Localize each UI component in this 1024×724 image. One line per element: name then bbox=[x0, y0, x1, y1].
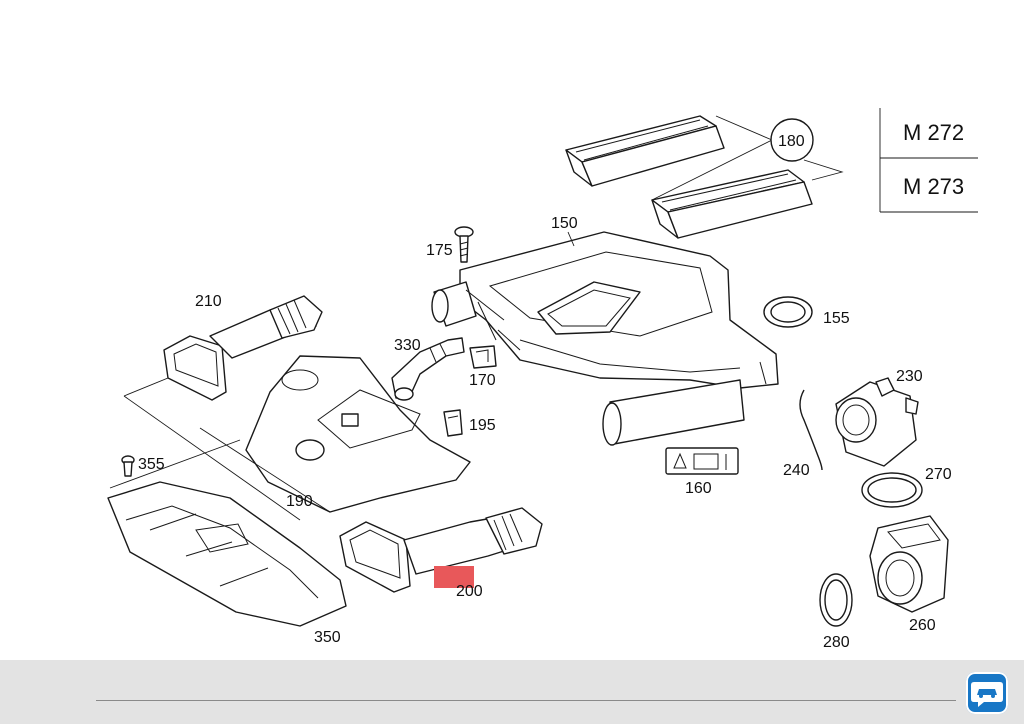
callout-270: 270 bbox=[925, 466, 952, 483]
callout-230: 230 bbox=[896, 368, 923, 385]
screw-175 bbox=[454, 226, 474, 263]
air-duct-330 bbox=[391, 337, 465, 401]
air-mass-sensor-230 bbox=[835, 377, 919, 467]
callout-280: 280 bbox=[823, 634, 850, 651]
car-chat-icon[interactable] bbox=[966, 672, 1008, 714]
push-clip-355 bbox=[121, 455, 135, 477]
callout-200: 200 bbox=[456, 583, 483, 600]
engine-variant-m272: M 272 bbox=[903, 120, 964, 145]
warning-label-160 bbox=[665, 447, 739, 475]
callout-150: 150 bbox=[551, 215, 578, 232]
engine-variant-m273: M 273 bbox=[903, 174, 964, 199]
engine-cover-190 bbox=[245, 355, 471, 513]
seal-ring-270 bbox=[861, 472, 923, 508]
callout-190: 190 bbox=[286, 493, 313, 510]
footer-divider bbox=[96, 700, 956, 701]
callout-160: 160 bbox=[685, 480, 712, 497]
callout-195: 195 bbox=[469, 417, 496, 434]
underbody-bracket-350 bbox=[107, 481, 347, 627]
callout-170: 170 bbox=[469, 372, 496, 389]
highlight-marker bbox=[434, 566, 474, 588]
seal-ring-280 bbox=[819, 573, 853, 627]
footer-band bbox=[0, 660, 1024, 724]
intake-duct-200 bbox=[339, 507, 543, 593]
clip-195 bbox=[443, 409, 463, 437]
air-filter-housing bbox=[431, 231, 779, 446]
callout-180: 180 bbox=[778, 133, 805, 150]
callout-240: 240 bbox=[783, 462, 810, 479]
engine-variant-table: M 272 M 273 bbox=[879, 108, 978, 213]
callout-330: 330 bbox=[394, 337, 421, 354]
callout-210: 210 bbox=[195, 293, 222, 310]
intake-connector-260 bbox=[869, 515, 949, 613]
callout-260: 260 bbox=[909, 617, 936, 634]
intake-duct-210 bbox=[163, 295, 323, 401]
callout-350: 350 bbox=[314, 629, 341, 646]
air-filter-element-upper bbox=[565, 115, 725, 187]
clip-170 bbox=[469, 345, 497, 369]
seal-ring-155 bbox=[763, 296, 813, 328]
callout-355: 355 bbox=[138, 456, 165, 473]
callout-175: 175 bbox=[426, 242, 453, 259]
air-filter-element-lower bbox=[651, 169, 813, 239]
hose-240 bbox=[799, 389, 823, 471]
callout-155: 155 bbox=[823, 310, 850, 327]
parts-exploded-diagram: M 272 M 273 bbox=[107, 108, 978, 651]
